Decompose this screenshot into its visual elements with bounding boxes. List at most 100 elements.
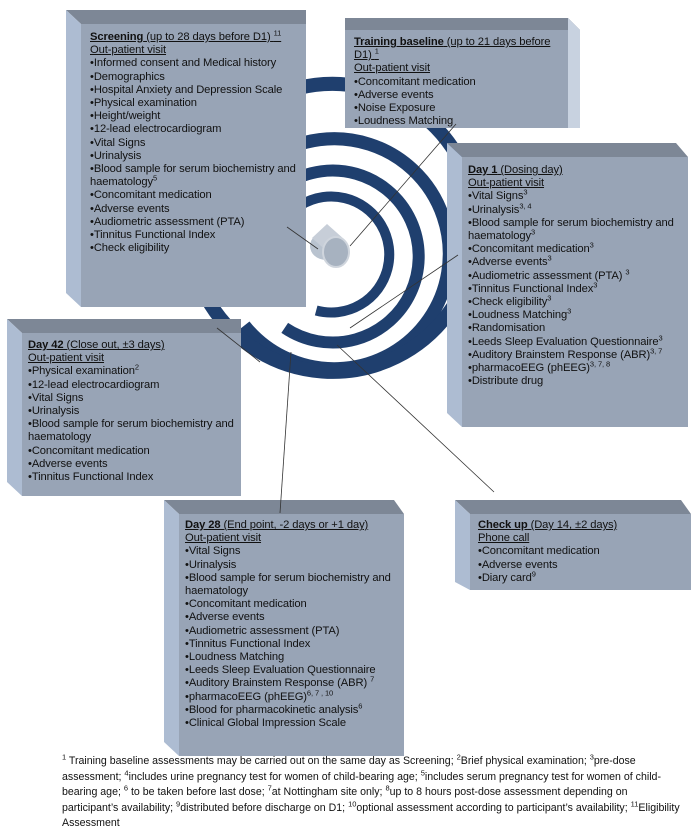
list-item: •Concomitant medication [354, 75, 476, 88]
footnote-text: Training baseline assessments may be car… [66, 755, 457, 767]
list-item: •Concomitant medication [185, 598, 307, 611]
day28-visit-type: Out-patient visit [185, 532, 262, 545]
list-item: •Adverse events [90, 202, 170, 215]
list-item: •Vital Signs3 [468, 187, 528, 203]
list-item: •Blood for pharmacokinetic analysis6 [185, 701, 363, 716]
day1-visit-type: Out-patient visit [468, 177, 545, 190]
footnote-text: Brief physical examination; [460, 755, 590, 767]
day42-title: Day 42 (Close out, ±3 days) [28, 339, 165, 351]
checkup-items: •Concomitant medication•Adverse events•D… [478, 545, 688, 585]
day28-box: Day 28 (End point, -2 days or +1 day) Ou… [164, 500, 404, 756]
footnote-text: at Nottingham site only; [271, 786, 386, 798]
footnote-marker: 10 [348, 798, 357, 808]
footnote-marker: 4 [124, 767, 129, 777]
list-item: •Auditory Brainstem Response (ABR)3, 7 [468, 346, 663, 361]
list-item: •12-lead electrocardiogram [90, 123, 222, 136]
day28-content: Day 28 (End point, -2 days or +1 day) Ou… [185, 519, 401, 730]
list-item: •Urinalysis3, 4 [468, 200, 532, 216]
list-item: •Urinalysis [90, 149, 142, 162]
screening-visit-type: Out-patient visit [90, 44, 167, 57]
list-item: •Diary card9 [478, 569, 536, 584]
list-item: •Clinical Global Impression Scale [185, 717, 347, 730]
center-cylinder [310, 224, 350, 268]
list-item: •Blood sample for serum biochemistry and… [185, 571, 391, 598]
list-item: •pharmacoEEG (phEEG)3, 7, 8 [468, 359, 611, 375]
day28-title: Day 28 (End point, -2 days or +1 day) [185, 519, 369, 531]
list-item: •Noise Exposure [354, 102, 436, 115]
list-item: •Adverse events [28, 457, 108, 470]
footnote-marker: 3 [589, 752, 594, 762]
screening-box: Screening (up to 28 days before D1) 11 O… [66, 10, 306, 307]
list-item: •Adverse events [185, 611, 265, 624]
list-item: •Distribute drug [468, 375, 544, 388]
footnote-marker: 5 [420, 767, 425, 777]
list-item: •Adverse events [354, 88, 434, 101]
screening-items: •Informed consent and Medical history•De… [90, 57, 300, 255]
footnote-marker: 9 [176, 798, 181, 808]
footnote-text: Eligibility Assessment [62, 801, 680, 830]
list-item: •Informed consent and Medical history [90, 57, 277, 70]
list-item: •Leeds Sleep Evaluation Questionnaire [185, 664, 376, 677]
list-item: •Concomitant medication [28, 444, 150, 457]
list-item: •Adverse events [478, 558, 558, 571]
day42-box: Day 42 (Close out, ±3 days) Out-patient … [7, 319, 241, 496]
training-baseline-box: Training baseline (up to 21 days before … [345, 18, 580, 128]
list-item: •Audiometric assessment (PTA) 3 [468, 266, 630, 282]
list-item: •Randomisation [468, 322, 546, 335]
list-item: •Height/weight [90, 110, 161, 123]
list-item: •Demographics [90, 70, 165, 83]
list-item: •Hospital Anxiety and Depression Scale [90, 83, 283, 96]
list-item: •Check eligibility [90, 242, 170, 255]
list-item: •Physical examination2 [28, 362, 139, 378]
list-item: •Adverse events3 [468, 253, 552, 269]
list-item: •Tinnitus Functional Index3 [468, 280, 598, 295]
day42-content: Day 42 (Close out, ±3 days) Out-patient … [28, 339, 238, 484]
footnote-text: distributed before discharge on D1; [180, 801, 349, 814]
list-item: •Loudness Matching [354, 115, 454, 128]
footnote-marker: 6 [123, 783, 129, 793]
training-baseline-title: Training baseline (up to 21 days before … [354, 36, 551, 62]
list-item: •Tinnitus Functional Index [90, 229, 216, 242]
footnote-text: pre-dose assessment; [62, 755, 636, 783]
list-item: •Check eligibility3 [468, 293, 552, 309]
list-item: •Blood sample for serum biochemistry and… [90, 163, 296, 189]
list-item: •Loudness Matching3 [468, 306, 572, 322]
footnote-marker: 1 [62, 752, 67, 762]
list-item: •Concomitant medication [478, 545, 600, 558]
day28-items: •Vital Signs•Urinalysis•Blood sample for… [185, 545, 401, 730]
footnotes: 1 Training baseline assessments may be c… [62, 752, 682, 832]
checkup-visit-type: Phone call [478, 532, 530, 545]
footnote-text: optional assessment according to partici… [356, 801, 631, 814]
checkup-title: Check up (Day 14, ±2 days) [478, 519, 618, 531]
list-item: •Vital Signs [28, 391, 84, 404]
list-item: •Leeds Sleep Evaluation Questionnaire3 [468, 332, 663, 348]
day42-visit-type: Out-patient visit [28, 352, 105, 365]
list-item: •Tinnitus Functional Index [185, 637, 311, 650]
list-item: •Concomitant medication [90, 189, 212, 202]
training-baseline-visit-type: Out-patient visit [354, 62, 431, 75]
footnote-marker: 7 [267, 783, 272, 793]
list-item: •Loudness Matching [185, 651, 285, 664]
day1-box: Day 1 (Dosing day) Out-patient visit •Vi… [447, 143, 688, 427]
list-item: •Blood sample for serum biochemistry and… [468, 216, 674, 243]
checkup-content: Check up (Day 14, ±2 days) Phone call •C… [478, 519, 688, 585]
footnote-text: includes urine pregnancy test for women … [128, 770, 421, 783]
list-item: •12-lead electrocardiogram [28, 378, 160, 391]
screening-content: Screening (up to 28 days before D1) 11 O… [90, 29, 300, 255]
training-baseline-items: •Concomitant medication•Adverse events•N… [354, 76, 566, 129]
list-item: •Urinalysis [185, 558, 237, 571]
list-item: •Blood sample for serum biochemistry and… [28, 418, 234, 444]
checkup-box: Check up (Day 14, ±2 days) Phone call •C… [455, 500, 691, 590]
list-item: •Physical examination [90, 97, 197, 110]
day1-title: Day 1 (Dosing day) [468, 164, 563, 176]
list-item: •Auditory Brainstem Response (ABR) 7 [185, 674, 375, 690]
day1-items: •Vital Signs3•Urinalysis3, 4•Blood sampl… [468, 187, 684, 388]
list-item: •Tinnitus Functional Index [28, 471, 154, 484]
list-item: •Audiometric assessment (PTA) [185, 624, 340, 637]
footnote-text: to be taken before last dose; [128, 786, 268, 798]
list-item: •Urinalysis [28, 405, 80, 418]
list-item: •Audiometric assessment (PTA) [90, 215, 245, 228]
footnote-marker: 11 [630, 798, 639, 808]
footnote-text: includes serum pregnancy test for women … [62, 770, 661, 799]
list-item: •pharmacoEEG (phEEG)6, 7 , 10 [185, 687, 334, 703]
